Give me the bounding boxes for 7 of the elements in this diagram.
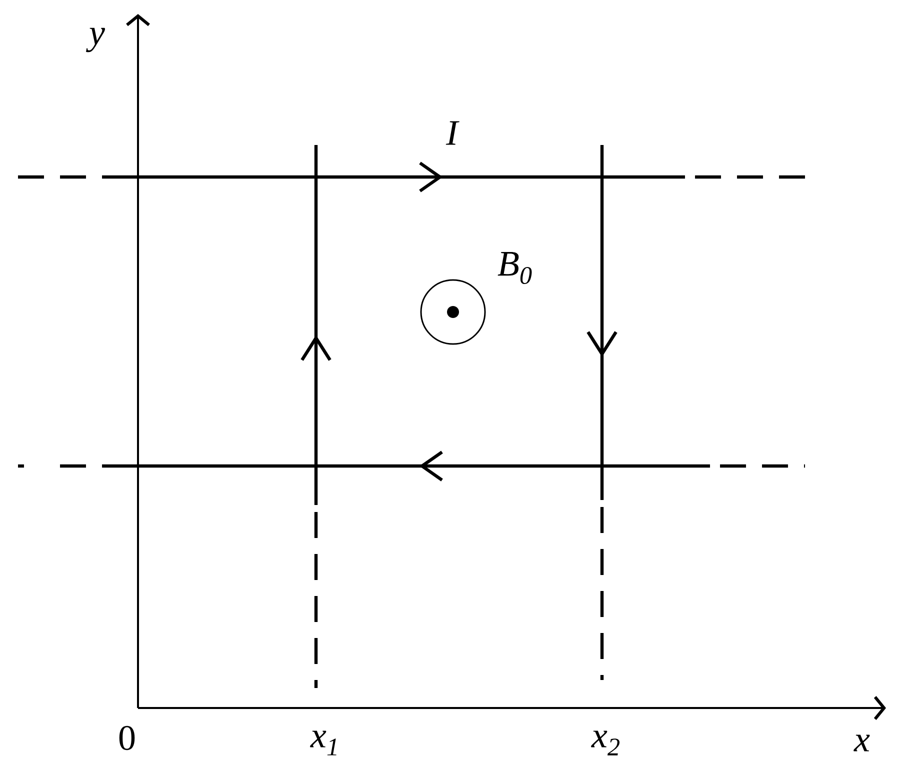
tick-label: x$_{2}$: [591, 730, 620, 756]
current-label: I: [446, 121, 460, 145]
tick-label: x$_{1}$: [310, 730, 336, 756]
axis-label: y: [86, 28, 105, 52]
field-label: B$_{0}$: [498, 252, 532, 284]
axis-label: x: [854, 734, 870, 752]
origin-label: 0: [119, 726, 135, 750]
